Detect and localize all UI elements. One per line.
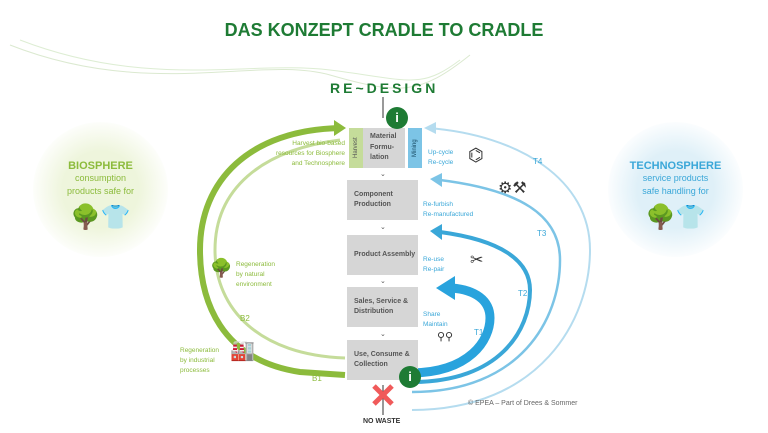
redesign-logo: RE~DESIGN <box>330 80 439 96</box>
tree-shirt-icon: 🌳👕 <box>645 204 706 232</box>
tree-shirt-icon: 🌳👕 <box>70 204 131 232</box>
t3-arrow <box>411 178 562 394</box>
chevron-down-icon: ⌄ <box>380 331 386 338</box>
t2-arrow <box>411 230 533 384</box>
t2-label: T2 <box>518 289 528 298</box>
chevron-down-icon: ⌄ <box>380 224 386 231</box>
harvest-strip: Harvest <box>349 128 363 168</box>
t1-label: T1 <box>474 328 484 337</box>
chevron-down-icon: ⌄ <box>380 278 386 285</box>
b1-arrow <box>196 125 346 378</box>
mining-strip: Mining <box>408 128 422 168</box>
red-x-icon <box>372 384 394 406</box>
stage-component-production: Component Production <box>347 180 418 220</box>
no-waste-label: NO WASTE <box>363 418 401 425</box>
technosphere-line: service products <box>642 173 709 183</box>
info-icon[interactable]: i <box>386 107 408 129</box>
stage-sales-service: Sales, Service & Distribution <box>347 287 418 327</box>
gear-machine-icon: ⚙⚒ <box>498 180 527 197</box>
b1-label: B1 <box>312 374 322 383</box>
biosphere-title: BIOSPHERE <box>68 160 133 172</box>
tree-icon: 🌳 <box>210 258 233 278</box>
t4-label: T4 <box>533 157 543 166</box>
chevron-down-icon: ⌄ <box>380 171 386 178</box>
b2-label: B2 <box>240 314 250 323</box>
technosphere-title: TECHNOSPHERE <box>629 160 722 172</box>
molecule-icon: ⌬ <box>468 145 484 165</box>
stage-product-assembly: Product Assembly <box>347 235 418 275</box>
factory-icon: 🏭 <box>230 340 255 362</box>
biosphere-circle: BIOSPHERE consumption products safe for … <box>33 122 168 257</box>
info-icon[interactable]: i <box>399 366 421 388</box>
technosphere-circle: TECHNOSPHERE service products safe handl… <box>608 122 743 257</box>
biosphere-line: products safe for <box>66 185 135 196</box>
b2-arrow <box>213 138 346 360</box>
stage-material-formulation: Material Formu- lation <box>363 128 405 168</box>
t4-arrow <box>411 127 592 411</box>
t3-label: T3 <box>537 229 547 238</box>
people-sharing-icon: ⚲⚲ <box>437 331 454 343</box>
page-title: DAS KONZEPT CRADLE TO CRADLE <box>224 20 544 40</box>
biosphere-line: consumption <box>74 173 127 183</box>
t1-arrow <box>411 283 495 378</box>
copyright: © EPEA – Part of Drees & Sommer <box>468 400 578 407</box>
technosphere-line: safe handling for <box>642 185 709 196</box>
tools-icon: ✂ <box>470 252 484 269</box>
